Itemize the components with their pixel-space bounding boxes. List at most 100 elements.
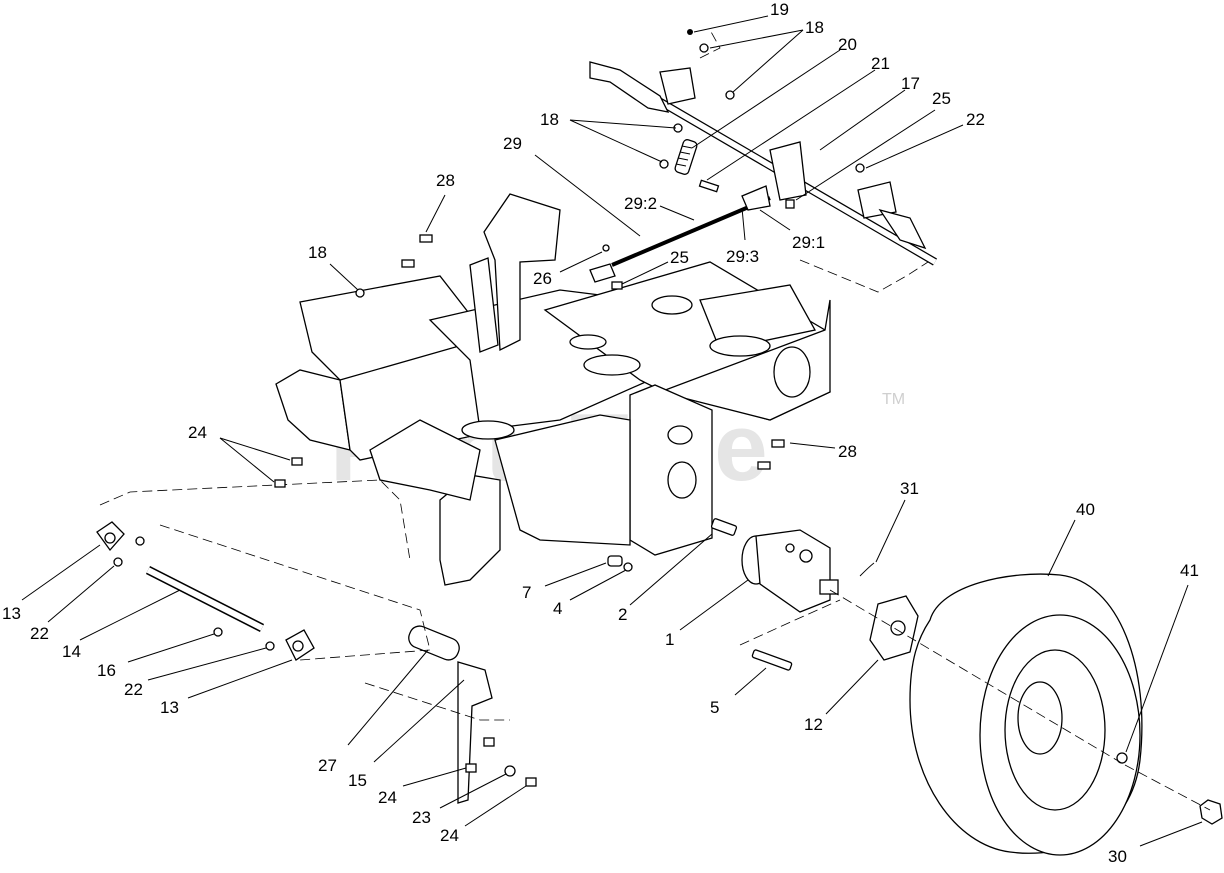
leader-18a-2 <box>732 29 804 93</box>
control-arm-right <box>769 141 807 201</box>
callout-7: 7 <box>522 583 531 602</box>
callout-19: 19 <box>770 0 789 19</box>
frame-lower-cross <box>369 419 481 501</box>
callout-26: 26 <box>533 269 552 288</box>
spring-coil <box>677 157 689 161</box>
frame-right-inner <box>699 284 816 351</box>
callout-21: 21 <box>871 54 890 73</box>
bolt-24-a <box>483 737 495 747</box>
control-lever-left <box>589 61 670 113</box>
leader-12 <box>825 659 879 715</box>
leader-19 <box>693 15 769 33</box>
dash-line-8 <box>699 29 721 59</box>
frame-cutout-1 <box>583 354 641 376</box>
hw-25-mid <box>611 281 623 290</box>
leader-18b-1 <box>569 119 677 129</box>
leader-41 <box>1125 584 1189 753</box>
leader-5 <box>734 667 767 696</box>
watermark-trademark: TM <box>882 391 905 408</box>
leader-13a <box>21 544 101 601</box>
spring-coil <box>681 145 693 149</box>
hw-18-top <box>699 43 709 53</box>
axle-bearing-left <box>104 532 116 544</box>
hw-28-right-b <box>757 461 771 470</box>
dash-line-6 <box>829 589 1126 766</box>
leader-29-1 <box>759 209 791 231</box>
leader-24a-2 <box>219 437 275 483</box>
leader-15 <box>373 679 465 763</box>
dash-line-2 <box>159 524 431 661</box>
axle-shaft <box>146 567 264 631</box>
callout-29-3: 29:3 <box>726 247 759 266</box>
motor-port-1 <box>799 549 813 563</box>
callout-29: 29 <box>503 134 522 153</box>
nut-30 <box>1199 799 1223 825</box>
callout-40: 40 <box>1076 500 1095 519</box>
frame-cutout-3 <box>667 461 697 499</box>
callout-22: 22 <box>30 624 49 643</box>
nut-16 <box>213 627 223 637</box>
leader-18c <box>329 263 359 291</box>
nut-22-right <box>265 641 275 651</box>
leader-lines <box>21 15 1203 847</box>
wheel-assembly <box>909 573 1223 856</box>
leader-27 <box>347 649 429 746</box>
callout-13: 13 <box>160 698 179 717</box>
leader-26 <box>559 251 603 273</box>
callout-30: 30 <box>1108 847 1127 866</box>
rod-end-left <box>589 263 616 283</box>
callout-1: 1 <box>665 630 674 649</box>
leader-18a-1 <box>709 29 804 49</box>
callout-28: 28 <box>436 171 455 190</box>
leader-29 <box>534 154 641 237</box>
rod-end-right <box>741 185 771 211</box>
main-frame <box>275 193 831 586</box>
callout-22: 22 <box>124 680 143 699</box>
control-rod <box>611 196 771 267</box>
hw-18-left <box>355 288 365 298</box>
pedal-arm <box>457 661 493 804</box>
leader-17 <box>819 89 906 151</box>
callout-24: 24 <box>188 423 207 442</box>
washer-4 <box>623 562 633 572</box>
dash-line-4 <box>739 599 841 646</box>
callout-12: 12 <box>804 715 823 734</box>
frame-upright-bracket <box>483 193 561 352</box>
hw-19 <box>687 29 693 35</box>
leader-16 <box>127 633 215 663</box>
control-shaft-assembly <box>589 61 938 283</box>
callout-4: 4 <box>553 599 562 618</box>
callout-25: 25 <box>932 89 951 108</box>
callout-20: 20 <box>838 35 857 54</box>
callout-28: 28 <box>838 442 857 461</box>
callout-13: 13 <box>2 604 21 623</box>
frame-cutout-5 <box>773 346 811 398</box>
motor-port-2 <box>785 543 795 553</box>
control-flange-left <box>659 67 696 105</box>
frame-front-lower <box>494 414 631 546</box>
hardware <box>274 29 865 488</box>
axle-bearing-right <box>292 640 304 652</box>
callout-18: 18 <box>540 110 559 129</box>
callout-labels: 19 18 20 21 17 25 22 18 29 28 29:2 29:1 … <box>2 0 1199 866</box>
leader-14 <box>79 589 181 641</box>
dash-line-5 <box>799 259 929 293</box>
leader-31 <box>875 499 906 563</box>
callout-27: 27 <box>318 756 337 775</box>
motor-shaft <box>819 579 839 595</box>
callout-5: 5 <box>710 698 719 717</box>
spring-coil <box>675 163 687 167</box>
leader-20 <box>691 49 841 149</box>
callout-24: 24 <box>440 826 459 845</box>
callout-23: 23 <box>412 808 431 827</box>
leader-24b <box>402 767 467 787</box>
spring <box>674 139 698 175</box>
leader-40 <box>1047 519 1076 577</box>
bolt-24-c <box>525 777 537 787</box>
callout-17: 17 <box>901 74 920 93</box>
leader-22a <box>865 124 964 169</box>
washer-23 <box>504 765 516 777</box>
leader-28b <box>789 442 836 449</box>
hub-center <box>890 620 906 636</box>
